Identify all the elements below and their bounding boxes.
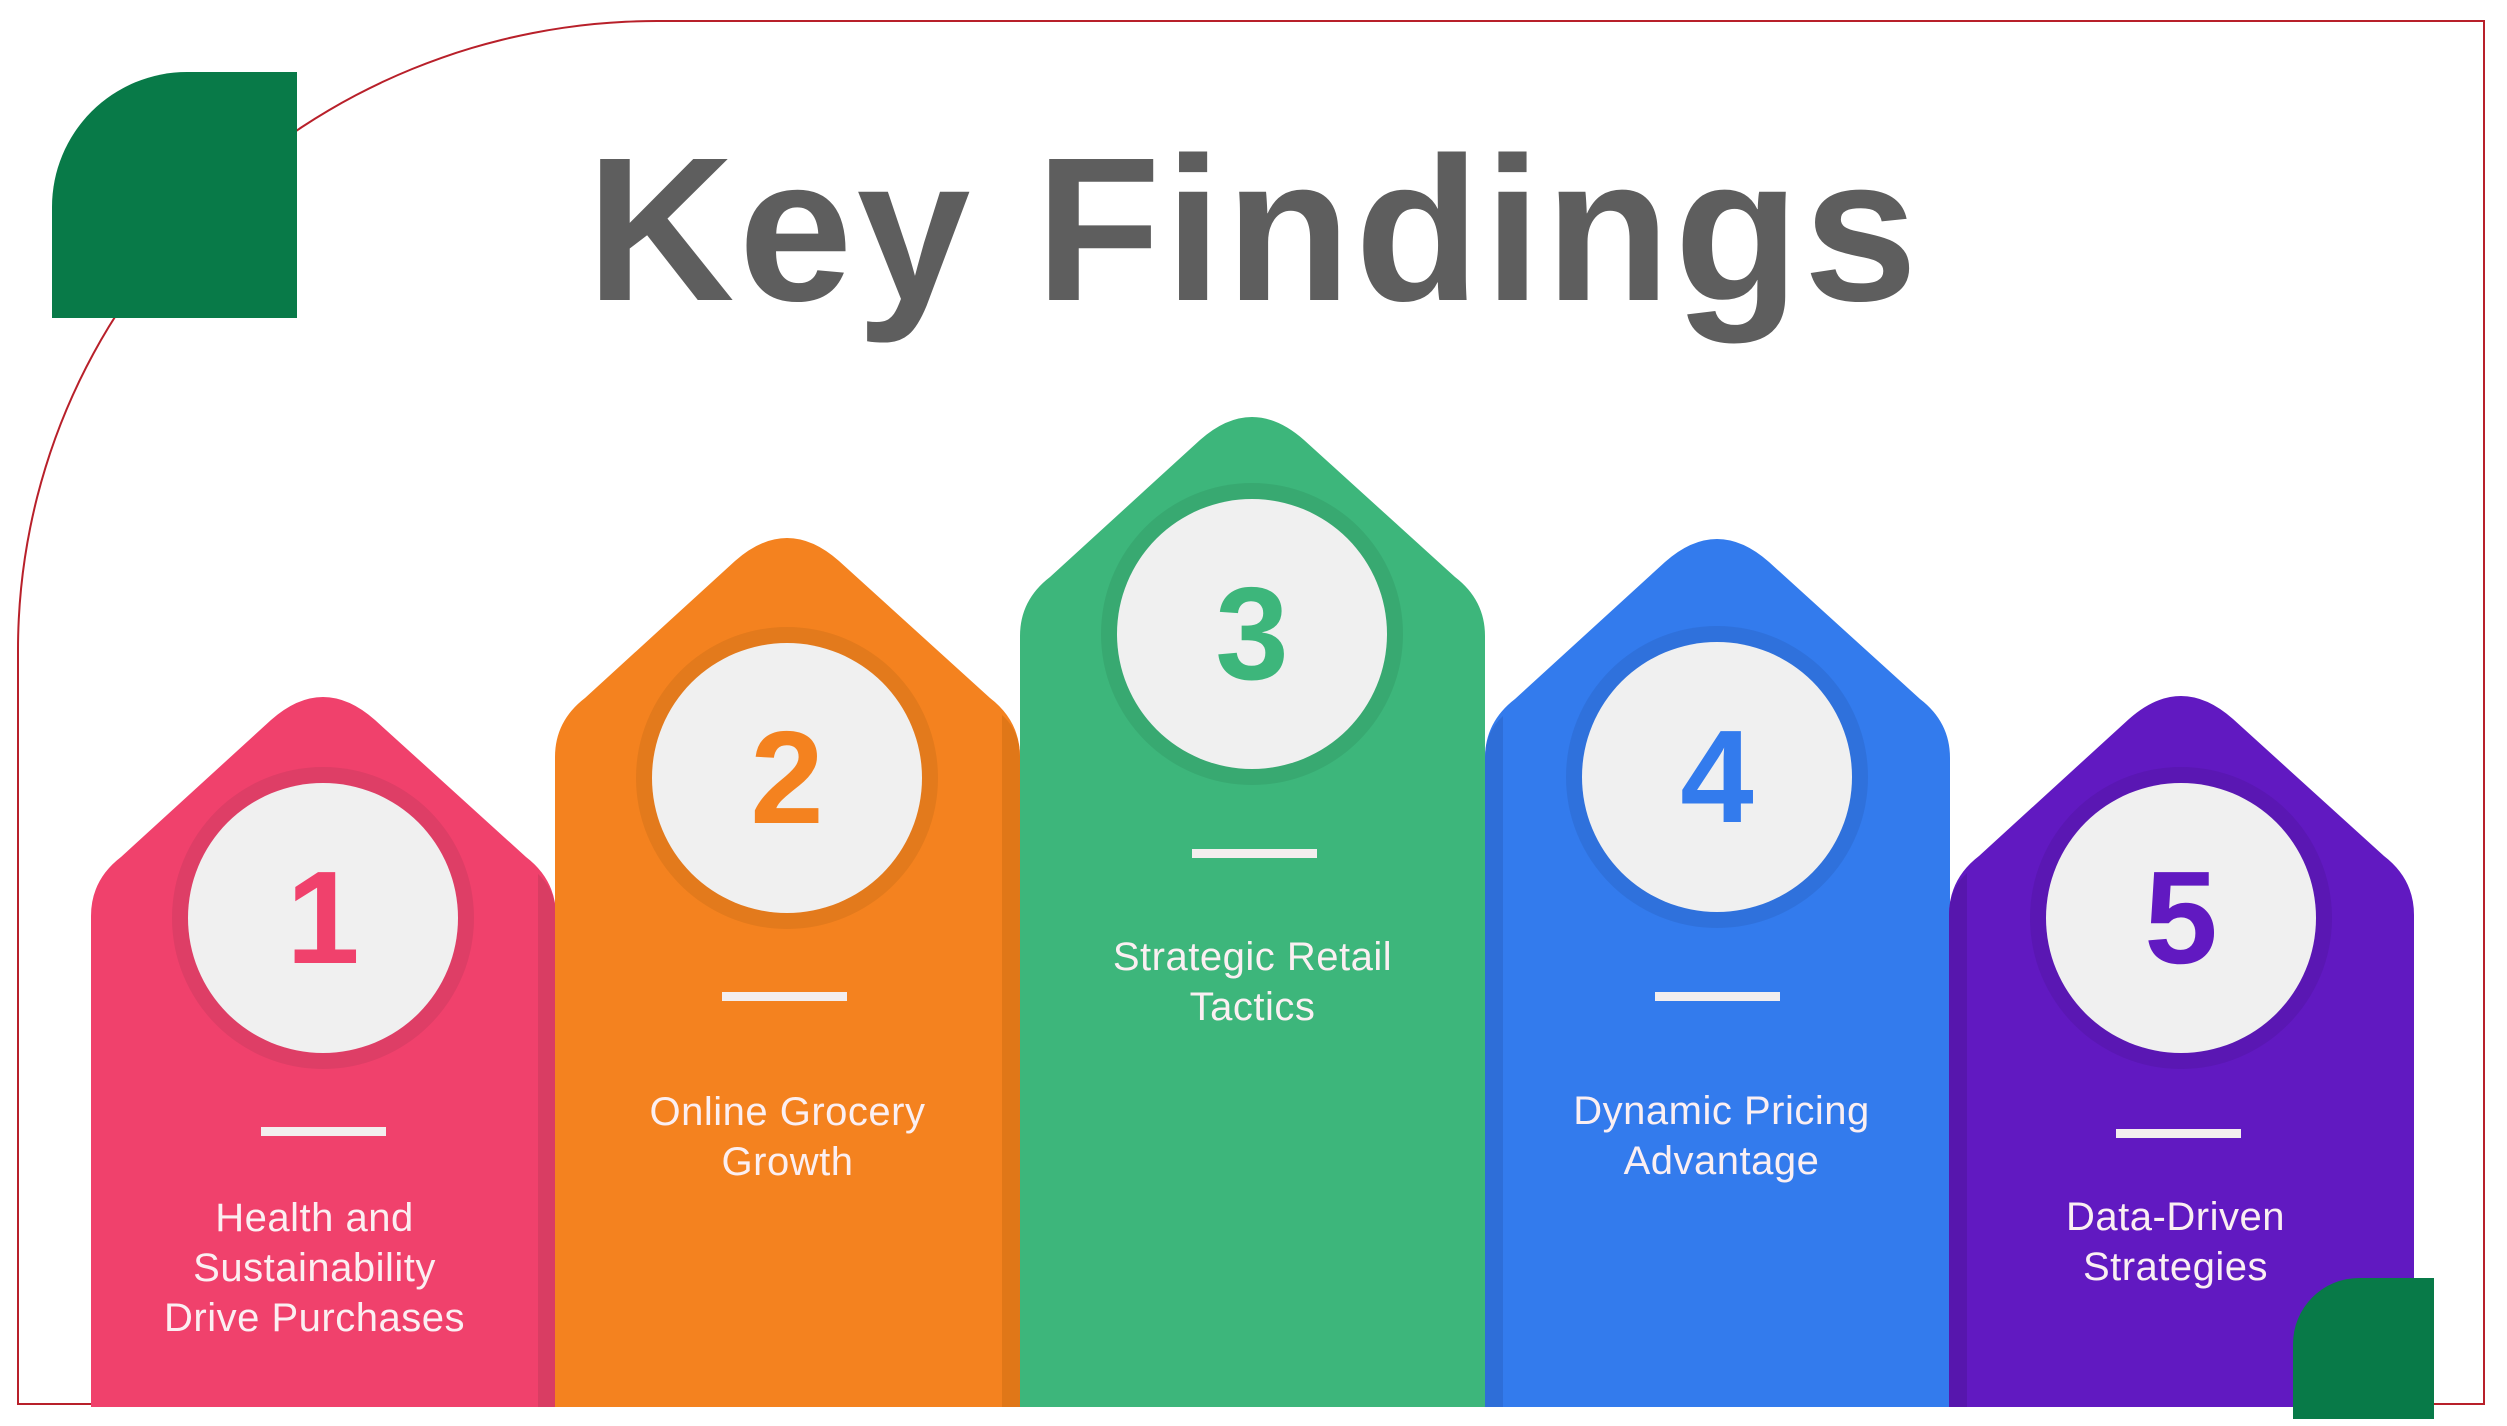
finding-label: Health and Sustainability Drive Purchase… — [164, 1196, 465, 1340]
card-divider — [722, 992, 847, 1001]
number-badge: 1 — [188, 783, 458, 1053]
number-badge: 2 — [652, 643, 922, 913]
card-divider — [2116, 1129, 2241, 1138]
finding-number: 2 — [750, 704, 824, 851]
card-divider — [1192, 849, 1317, 858]
number-badge-ring: 1 — [172, 767, 474, 1069]
finding-card-3: 3 Strategic Retail Tactics — [1020, 394, 1485, 1407]
number-badge-ring: 5 — [2030, 767, 2332, 1069]
card-divider — [1655, 992, 1780, 1001]
number-badge: 5 — [2046, 783, 2316, 1053]
finding-number: 4 — [1680, 703, 1754, 850]
finding-card-5: 5 Data-Driven Strategies — [1949, 673, 2414, 1407]
finding-number: 5 — [2144, 844, 2218, 991]
finding-label: Data-Driven Strategies — [2066, 1195, 2285, 1289]
number-badge: 4 — [1582, 642, 1852, 912]
finding-label: Online Grocery Growth — [649, 1090, 926, 1184]
finding-card-4: 4 Dynamic Pricing Advantage — [1485, 516, 1950, 1407]
finding-number: 1 — [286, 844, 360, 991]
card-divider — [261, 1127, 386, 1136]
finding-card-2: 2 Online Grocery Growth — [555, 515, 1020, 1407]
page-title: Key Findings — [586, 115, 1922, 344]
number-badge-ring: 4 — [1566, 626, 1868, 928]
number-badge-ring: 3 — [1101, 483, 1403, 785]
number-badge: 3 — [1117, 499, 1387, 769]
finding-number: 3 — [1215, 560, 1289, 707]
finding-label: Dynamic Pricing Advantage — [1573, 1089, 1870, 1183]
finding-label: Strategic Retail Tactics — [1112, 935, 1393, 1029]
top-left-green-accent — [52, 72, 297, 318]
number-badge-ring: 2 — [636, 627, 938, 929]
finding-card-1: 1 Health and Sustainability Drive Purcha… — [91, 674, 556, 1407]
bottom-right-green-accent — [2293, 1278, 2434, 1419]
